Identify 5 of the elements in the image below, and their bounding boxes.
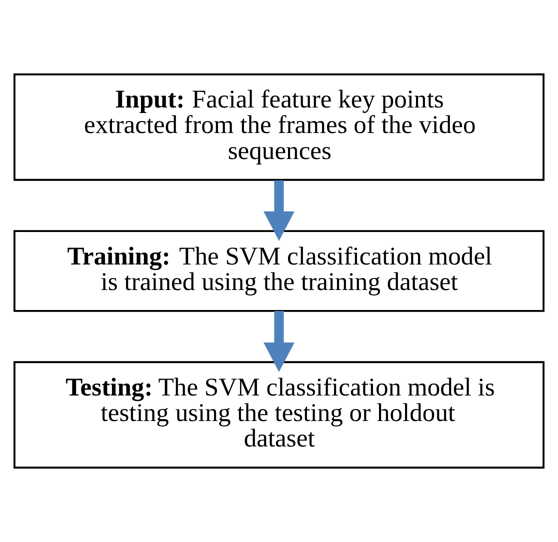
node-box: Testing: The SVM classification model is testing using the testing or holdout dataset <box>14 361 544 469</box>
arrow <box>264 180 294 241</box>
node-box: Input: Facial feature key points extracted from the frames of the video sequences <box>14 73 544 181</box>
arrow <box>264 311 294 372</box>
node-box: Training: The SVM classification model is trained using the training dataset <box>14 230 544 312</box>
